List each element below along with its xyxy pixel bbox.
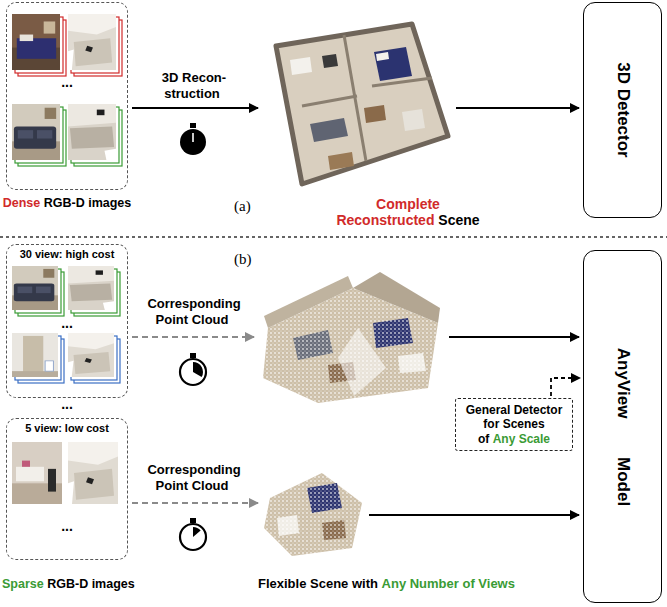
point-cloud-area xyxy=(258,268,445,408)
panel-tag: (b) xyxy=(234,250,252,268)
connector-arrow xyxy=(449,336,579,338)
caption-text: RGB-D images xyxy=(47,577,135,591)
text-block: Complete ReconstructedScene xyxy=(328,196,488,228)
image-group-box: DenseRGB-D images xyxy=(6,2,128,190)
node-text: AnyView Model xyxy=(614,347,633,505)
text-block: 30 view: high cost xyxy=(7,248,127,260)
text-block: DenseRGB-D images xyxy=(3,196,132,210)
ellipsis-mark: ... xyxy=(47,76,87,88)
text-block: AnyView Model xyxy=(613,347,633,505)
connector-arrow xyxy=(551,378,580,396)
panel-tag: (a) xyxy=(234,197,251,215)
image-stack-green xyxy=(12,104,122,166)
edge-label: Corresponding Point Cloud xyxy=(145,462,240,493)
scene-table xyxy=(364,105,386,123)
node-text: Scene xyxy=(438,212,479,228)
scene-floor xyxy=(276,24,448,184)
scene-area: Complete ReconstructedScene xyxy=(262,16,452,191)
node-text: RGB-D images xyxy=(44,196,132,210)
edge-label-box: Corresponding Point Cloud xyxy=(136,296,250,327)
edge-label: Corresponding Point Cloud xyxy=(145,296,240,327)
edge-label-box: 3D Recon- struction xyxy=(151,70,235,101)
ellipsis-mark: ... xyxy=(47,398,87,410)
scene-bed xyxy=(374,47,412,81)
clock-knob xyxy=(190,518,196,523)
scene-fixture xyxy=(402,109,425,131)
model-box: AnyView Model xyxy=(583,250,662,603)
connector-arrow xyxy=(132,107,258,109)
clock-face xyxy=(180,129,206,155)
scene-sofa xyxy=(310,118,348,142)
clock-knob xyxy=(190,123,196,128)
clock-face xyxy=(180,359,206,385)
image-stack-green xyxy=(12,266,120,316)
image-group-box: 5 view: low cost xyxy=(6,418,128,560)
rgb-photo xyxy=(12,14,60,70)
cloud-floor xyxy=(264,473,362,556)
connector-arrow xyxy=(132,502,258,504)
node-text: 3D Detector xyxy=(614,62,633,157)
depth-map xyxy=(68,266,114,310)
rgb-photo xyxy=(12,266,58,310)
caption-row: SparseRGB-D images xyxy=(2,577,132,591)
cloud-speckle xyxy=(264,473,362,556)
rgb-photo xyxy=(12,104,60,160)
image-stack-red xyxy=(12,14,122,76)
text-block: 5 view: low cost xyxy=(7,422,127,434)
clock-icon xyxy=(180,518,206,550)
ellipsis-mark: ... xyxy=(47,520,87,532)
scene-walls xyxy=(302,35,432,161)
edge-label-box: Corresponding Point Cloud xyxy=(136,462,250,493)
rgb-photo xyxy=(12,442,62,504)
scene-fixture xyxy=(290,57,312,75)
clock-knob xyxy=(190,353,196,358)
connector-arrow xyxy=(369,514,579,516)
detector-box: 3D Detector xyxy=(583,2,662,218)
depth-map xyxy=(68,333,114,377)
rgb-photo xyxy=(12,333,58,377)
scene-chair xyxy=(322,54,338,68)
text-block: 3D Detector xyxy=(613,62,633,157)
node-text: Complete Reconstructed xyxy=(336,196,439,228)
depth-map xyxy=(68,104,116,160)
caption-text: Sparse xyxy=(2,577,44,591)
point-cloud xyxy=(264,473,362,556)
connector-arrow xyxy=(132,336,254,338)
depth-map xyxy=(68,14,116,70)
node-text: Flexible Scene with xyxy=(258,576,378,591)
scene-pillow xyxy=(376,52,389,61)
clock-wedge xyxy=(193,362,203,377)
node-text: Any Number of Views xyxy=(382,576,515,591)
clock-icon xyxy=(180,353,206,385)
clock-hand xyxy=(192,133,194,142)
image-stack-blue xyxy=(12,333,120,383)
reconstructed-scene xyxy=(276,24,448,184)
clock-face xyxy=(180,524,206,550)
section-separator xyxy=(0,236,667,237)
node-text: 5 view: low cost xyxy=(25,422,109,434)
node-text: Any Scale xyxy=(493,432,550,446)
clock-icon xyxy=(180,123,206,155)
text-block: General Detector for Scenes ofAny Scale xyxy=(459,403,569,446)
node-text: 30 view: high cost xyxy=(20,248,115,260)
callout-box: General Detector for Scenes ofAny Scale xyxy=(455,398,573,451)
edge-label: 3D Recon- struction xyxy=(160,70,226,101)
point-cloud-area: Flexible Scene withAny Number of Views xyxy=(262,468,365,558)
connector-arrow xyxy=(456,107,579,109)
cloud-speckle xyxy=(263,288,438,403)
scene-cabinet xyxy=(328,152,354,170)
point-cloud xyxy=(263,272,440,403)
depth-map xyxy=(68,442,118,504)
clock-wedge xyxy=(193,527,201,537)
cloud-gap xyxy=(338,328,386,396)
text-block: Flexible Scene with Any Number of Views xyxy=(258,576,515,591)
node-text: Dense xyxy=(3,196,41,210)
ellipsis-mark: ... xyxy=(47,317,87,329)
